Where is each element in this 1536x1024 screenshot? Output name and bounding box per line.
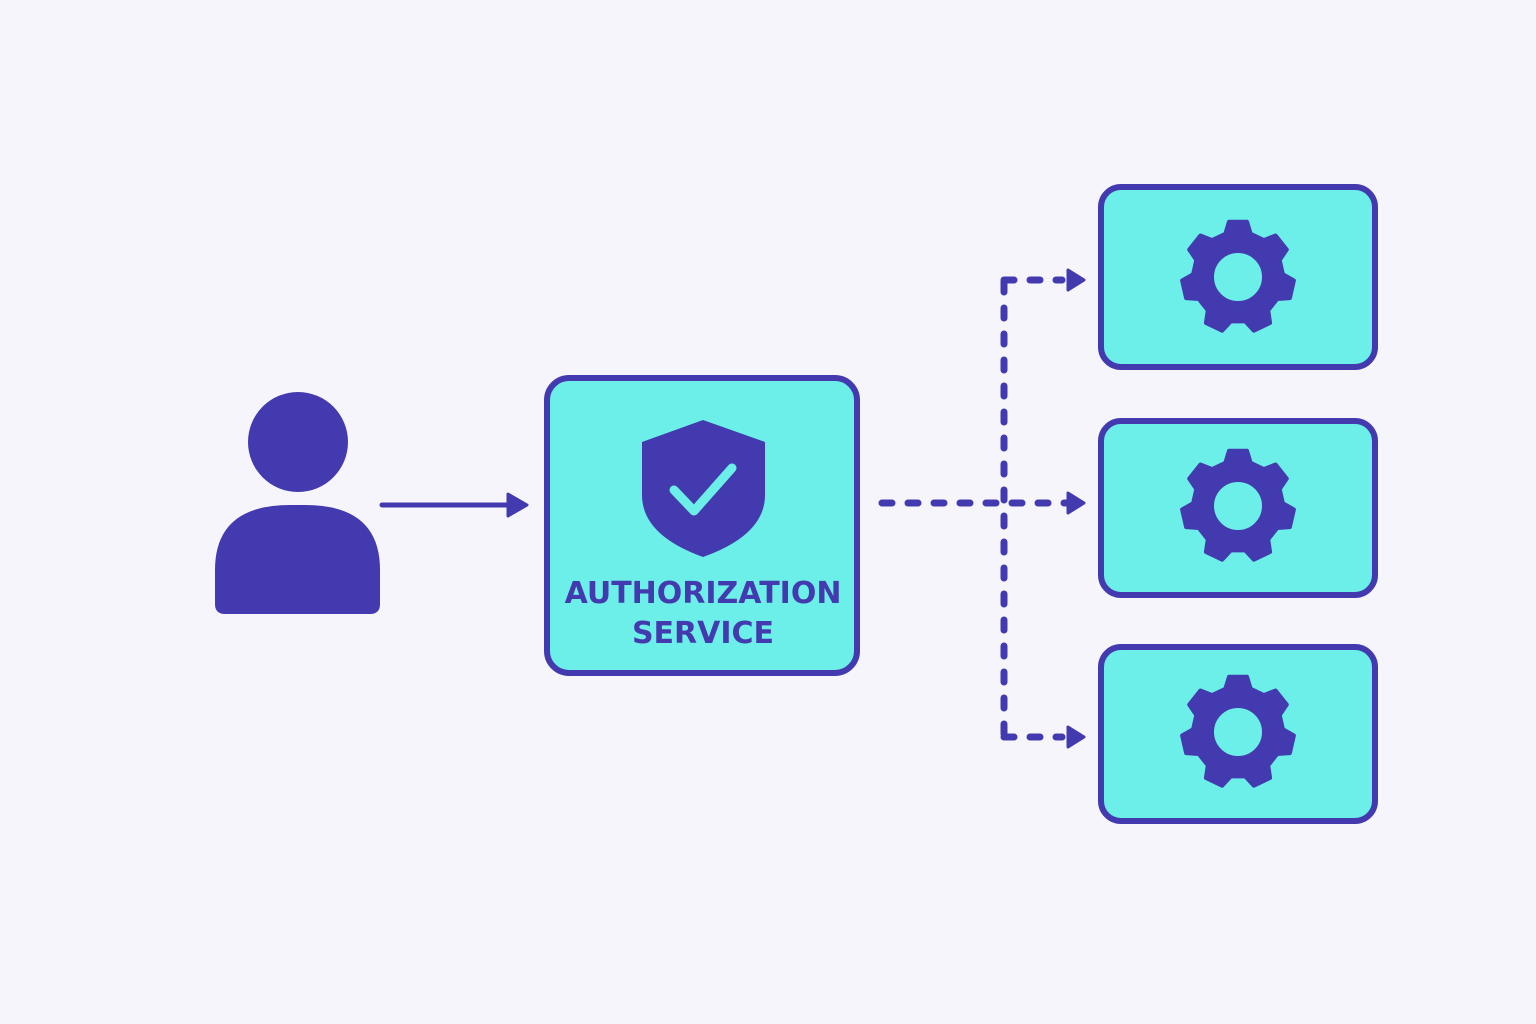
arrowheads [1066,268,1086,749]
gear-icon [1180,448,1296,562]
auth-label-line1: AUTHORIZATION [565,576,842,611]
service-box-3 [1098,644,1378,824]
arrowhead-service-3 [1066,725,1086,749]
gear-icon [1180,674,1296,788]
arrow-user-to-auth [379,492,529,518]
arrowhead-service-1 [1066,268,1086,292]
auth-label-line2: SERVICE [632,616,774,651]
dashed-connectors [878,276,1070,741]
authorization-service-box: AUTHORIZATION SERVICE [544,375,860,676]
shield-check-icon [642,420,765,557]
arrowhead-service-2 [1066,491,1086,515]
user-person-icon [215,392,380,614]
gear-icon [1180,219,1296,333]
service-box-2 [1098,418,1378,598]
service-box-1 [1098,184,1378,370]
